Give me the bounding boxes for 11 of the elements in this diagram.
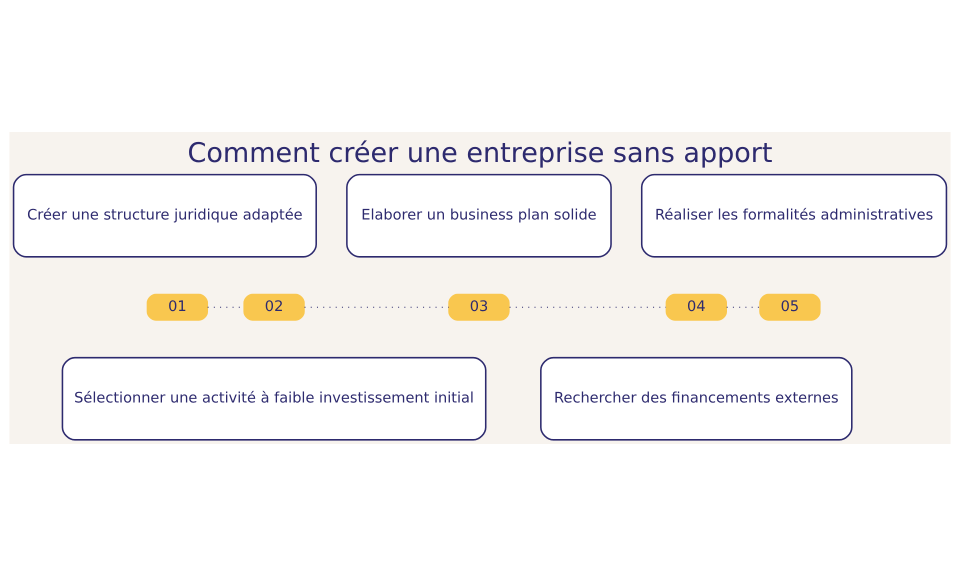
node-box: 03 [448,294,510,321]
node-box: Créer une structure juridique adaptée [12,174,317,258]
node-box: Elaborer un business plan solide [346,174,612,258]
node-box: Sélectionner une activité à faible investissement initial [62,356,486,441]
node-box: 04 [666,294,727,321]
node-box: 02 [243,294,305,321]
diagram-title: Comment créer une entreprise sans apport [187,138,773,169]
node-box: Réaliser les formalités administratives [640,174,948,258]
node-box: 01 [146,294,208,321]
node-box: 05 [759,294,821,321]
node-box: Rechercher des financements externes [540,356,853,441]
